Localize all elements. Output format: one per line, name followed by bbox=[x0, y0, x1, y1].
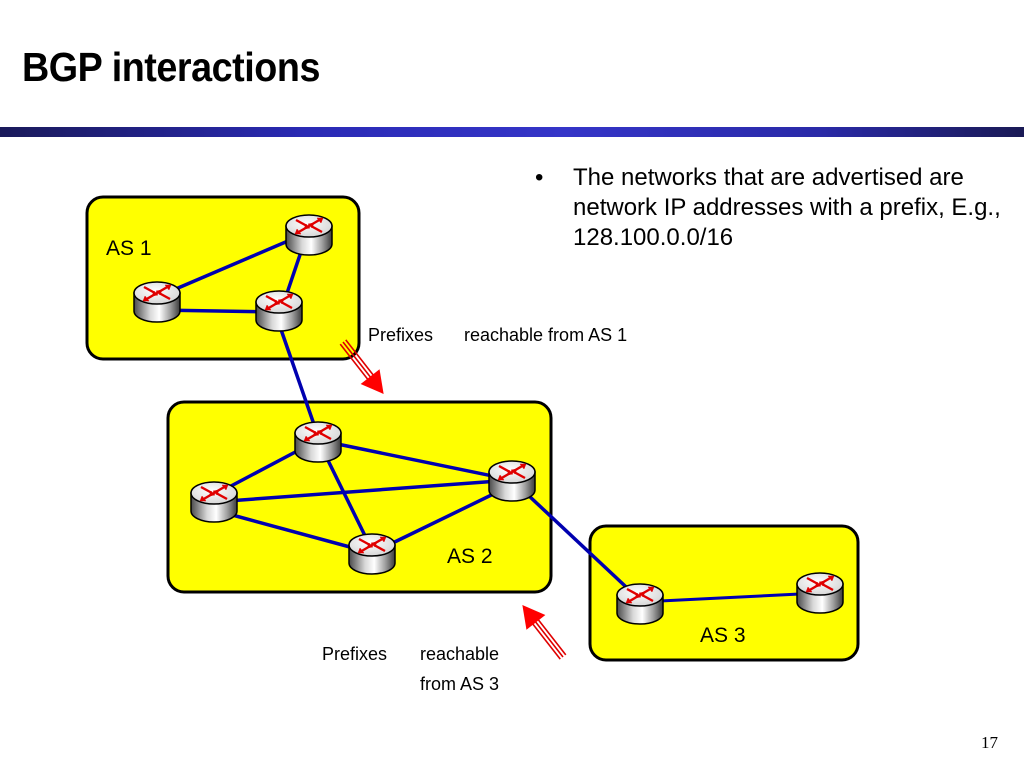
link-as2-r3-as2-r4 bbox=[371, 483, 513, 555]
router-icon bbox=[487, 459, 537, 503]
router-icon bbox=[347, 532, 397, 576]
as2-box bbox=[166, 400, 553, 594]
link-as1-r1-as1-r2 bbox=[156, 230, 310, 299]
bullet-marker: • bbox=[535, 164, 544, 191]
link-as2-r1-as2-r4 bbox=[317, 438, 513, 482]
page-number: 17 bbox=[981, 733, 998, 752]
as3-label: AS 3 bbox=[700, 624, 746, 647]
annotation-as3-line2: from AS 3 bbox=[420, 674, 499, 694]
link-as3-r1-as3-r2 bbox=[639, 591, 821, 604]
link-as1-r3-as2-r1 bbox=[275, 317, 320, 437]
router-icon bbox=[795, 571, 845, 615]
bullet-text: The networks that are advertised are net… bbox=[573, 164, 1001, 251]
router-icon bbox=[293, 420, 343, 464]
annotation-as3-word2: reachable bbox=[420, 644, 499, 664]
link-as2-r2-as2-r4 bbox=[213, 478, 513, 504]
advertisement-arrow-as1-to-as2 bbox=[339, 339, 384, 395]
link-as2-r4-as3-r1 bbox=[510, 478, 642, 602]
as2-label: AS 2 bbox=[447, 545, 493, 568]
as1-label: AS 1 bbox=[106, 237, 152, 260]
router-icon bbox=[189, 480, 239, 524]
router-icon bbox=[615, 582, 665, 626]
router-icon bbox=[254, 289, 304, 333]
annotation-as3-word1: Prefixes bbox=[322, 644, 387, 664]
router-icon bbox=[132, 280, 182, 324]
annotation-as1-word2: reachable from AS 1 bbox=[464, 325, 627, 345]
title-divider-bar bbox=[0, 127, 1024, 137]
slide-title: BGP interactions bbox=[22, 44, 320, 90]
router-icon bbox=[284, 213, 334, 257]
advertisement-arrow-as3-to-as2 bbox=[522, 604, 567, 660]
annotation-as1-word1: Prefixes bbox=[368, 325, 433, 345]
link-as2-r2-as2-r3 bbox=[213, 508, 373, 555]
as3-box bbox=[588, 524, 860, 662]
